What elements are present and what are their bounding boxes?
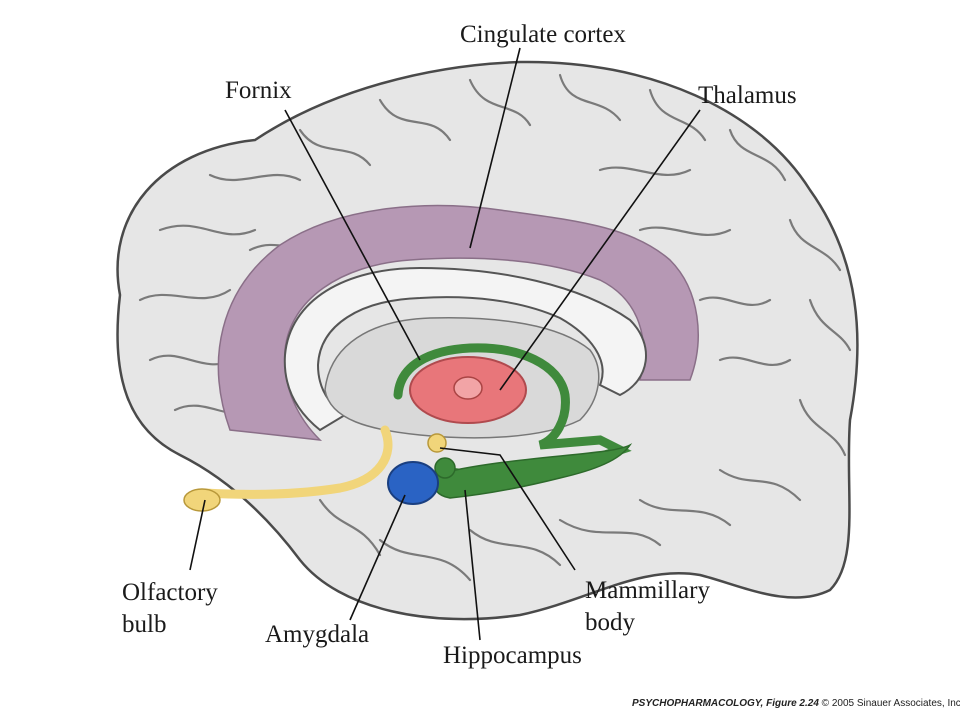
olfactory-tract	[200, 425, 393, 499]
leader-cingulate	[469, 47, 521, 249]
label-mammillary-line2: body	[585, 609, 636, 636]
leader-thalamus	[499, 109, 701, 391]
leader-fornix	[284, 109, 421, 361]
label-hippocampus: Hippocampus	[443, 642, 582, 669]
figure-credit-copyright: © 2005 Sinauer Associates, Inc.	[821, 698, 960, 709]
amygdala-region	[387, 461, 439, 505]
label-fornix: Fornix	[225, 77, 292, 104]
cingulate-cortex-region	[217, 204, 699, 441]
label-amygdala: Amygdala	[265, 621, 369, 648]
label-mammillary-line1: Mammillary	[585, 577, 710, 604]
thalamus-center	[453, 376, 483, 400]
mammillary-body-region	[427, 433, 447, 453]
label-olfactory-line1: Olfactory	[122, 579, 218, 606]
olfactory-bulb-region	[183, 488, 221, 512]
figure-credit-title: PSYCHOPHARMACOLOGY, Figure 2.24	[632, 698, 819, 709]
mammillary-green	[434, 457, 456, 479]
label-olfactory-line2: bulb	[122, 611, 166, 638]
leader-olfactory	[189, 499, 206, 571]
label-thalamus: Thalamus	[698, 82, 797, 109]
leader-amygdala	[349, 494, 406, 621]
figure-credit: PSYCHOPHARMACOLOGY, Figure 2.24 © 2005 S…	[632, 698, 960, 709]
hippocampus-region	[432, 443, 633, 499]
leader-hippocampus	[464, 489, 481, 641]
label-cingulate-cortex: Cingulate cortex	[460, 21, 626, 48]
leader-mammillary	[439, 447, 576, 571]
corpus-callosum	[283, 266, 647, 432]
gyri-texture	[138, 73, 852, 582]
